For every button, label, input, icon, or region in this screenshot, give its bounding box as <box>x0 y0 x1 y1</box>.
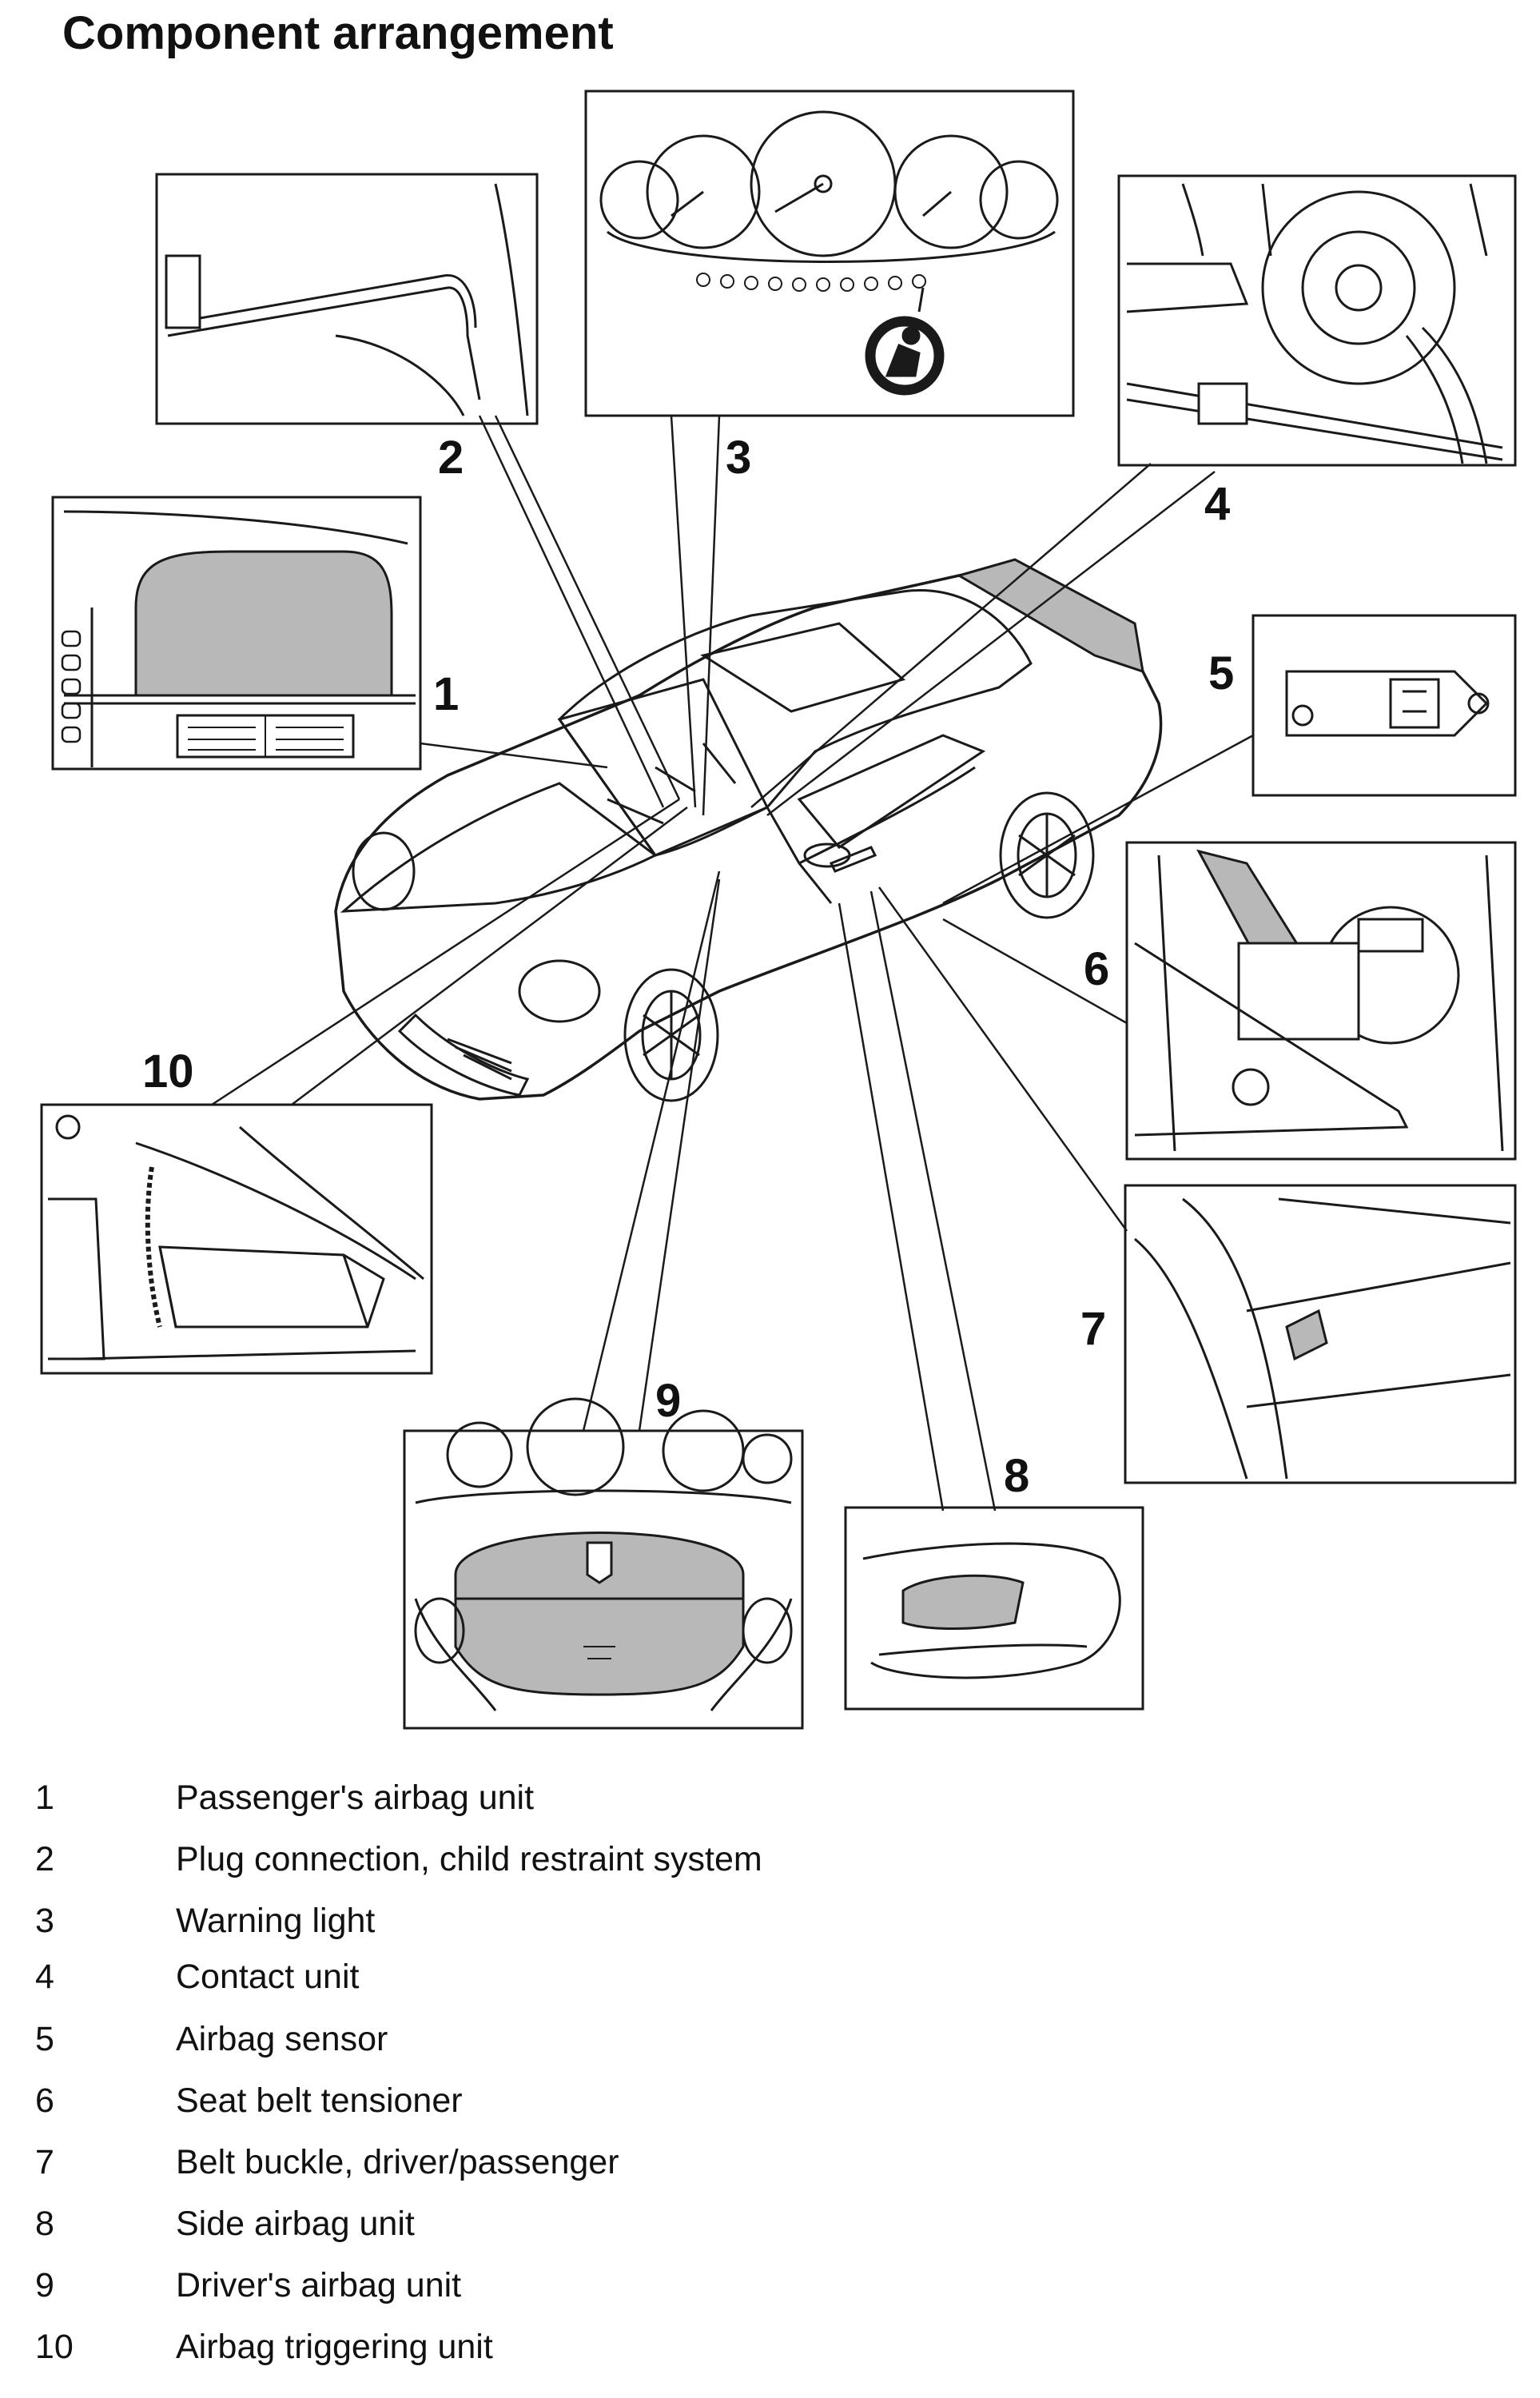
inset-driver-airbag <box>403 1397 804 1730</box>
legend-label: Airbag triggering unit <box>176 2328 493 2366</box>
legend-number: 5 <box>35 2020 54 2058</box>
legend-label: Airbag sensor <box>176 2020 388 2058</box>
callout-4: 4 <box>1204 478 1230 530</box>
component-diagram: 2 3 4 1 5 6 10 7 9 8 <box>40 90 1517 1730</box>
inset-belt-buckle <box>1124 1184 1517 1484</box>
legend-number: 10 <box>35 2328 74 2366</box>
inset-side-airbag <box>844 1506 1144 1711</box>
inset-warning-light <box>584 90 1075 417</box>
legend-label: Driver's airbag unit <box>176 2266 462 2304</box>
inset-seat-belt-tensioner <box>1125 841 1517 1161</box>
legend-number: 9 <box>35 2266 54 2304</box>
legend-label: Belt buckle, driver/passenger <box>176 2143 619 2181</box>
callout-2: 2 <box>438 432 464 484</box>
inset-airbag-triggering-unit <box>40 1103 433 1375</box>
legend-number: 7 <box>35 2143 54 2181</box>
legend-label: Warning light <box>176 1902 376 1940</box>
inset-contact-unit <box>1117 174 1517 467</box>
callout-9: 9 <box>655 1375 681 1427</box>
callout-5: 5 <box>1208 647 1234 699</box>
legend-label: Contact unit <box>176 1958 360 1996</box>
legend-number: 1 <box>35 1779 54 1817</box>
legend-number: 2 <box>35 1840 54 1878</box>
legend-label: Passenger's airbag unit <box>176 1779 535 1817</box>
legend-label: Seat belt tensioner <box>176 2081 463 2120</box>
legend-label: Plug connection, child restraint system <box>176 1840 762 1878</box>
legend-number: 6 <box>35 2081 54 2120</box>
callout-6: 6 <box>1084 943 1109 995</box>
inset-plug-connection <box>155 173 539 425</box>
legend-label: Side airbag unit <box>176 2205 415 2243</box>
callout-10: 10 <box>142 1046 194 1097</box>
legend-number: 4 <box>35 1958 54 1996</box>
callout-7: 7 <box>1080 1303 1106 1355</box>
callout-8: 8 <box>1004 1450 1029 1502</box>
inset-passenger-airbag <box>51 496 422 771</box>
page-title: Component arrangement <box>62 7 614 59</box>
leader-lines <box>211 415 1254 1512</box>
callout-1: 1 <box>433 668 459 720</box>
car-illustration <box>334 558 1163 1102</box>
legend-number: 3 <box>35 1902 54 1940</box>
inset-airbag-sensor <box>1251 614 1517 797</box>
legend-number: 8 <box>35 2205 54 2243</box>
callout-3: 3 <box>726 432 751 484</box>
